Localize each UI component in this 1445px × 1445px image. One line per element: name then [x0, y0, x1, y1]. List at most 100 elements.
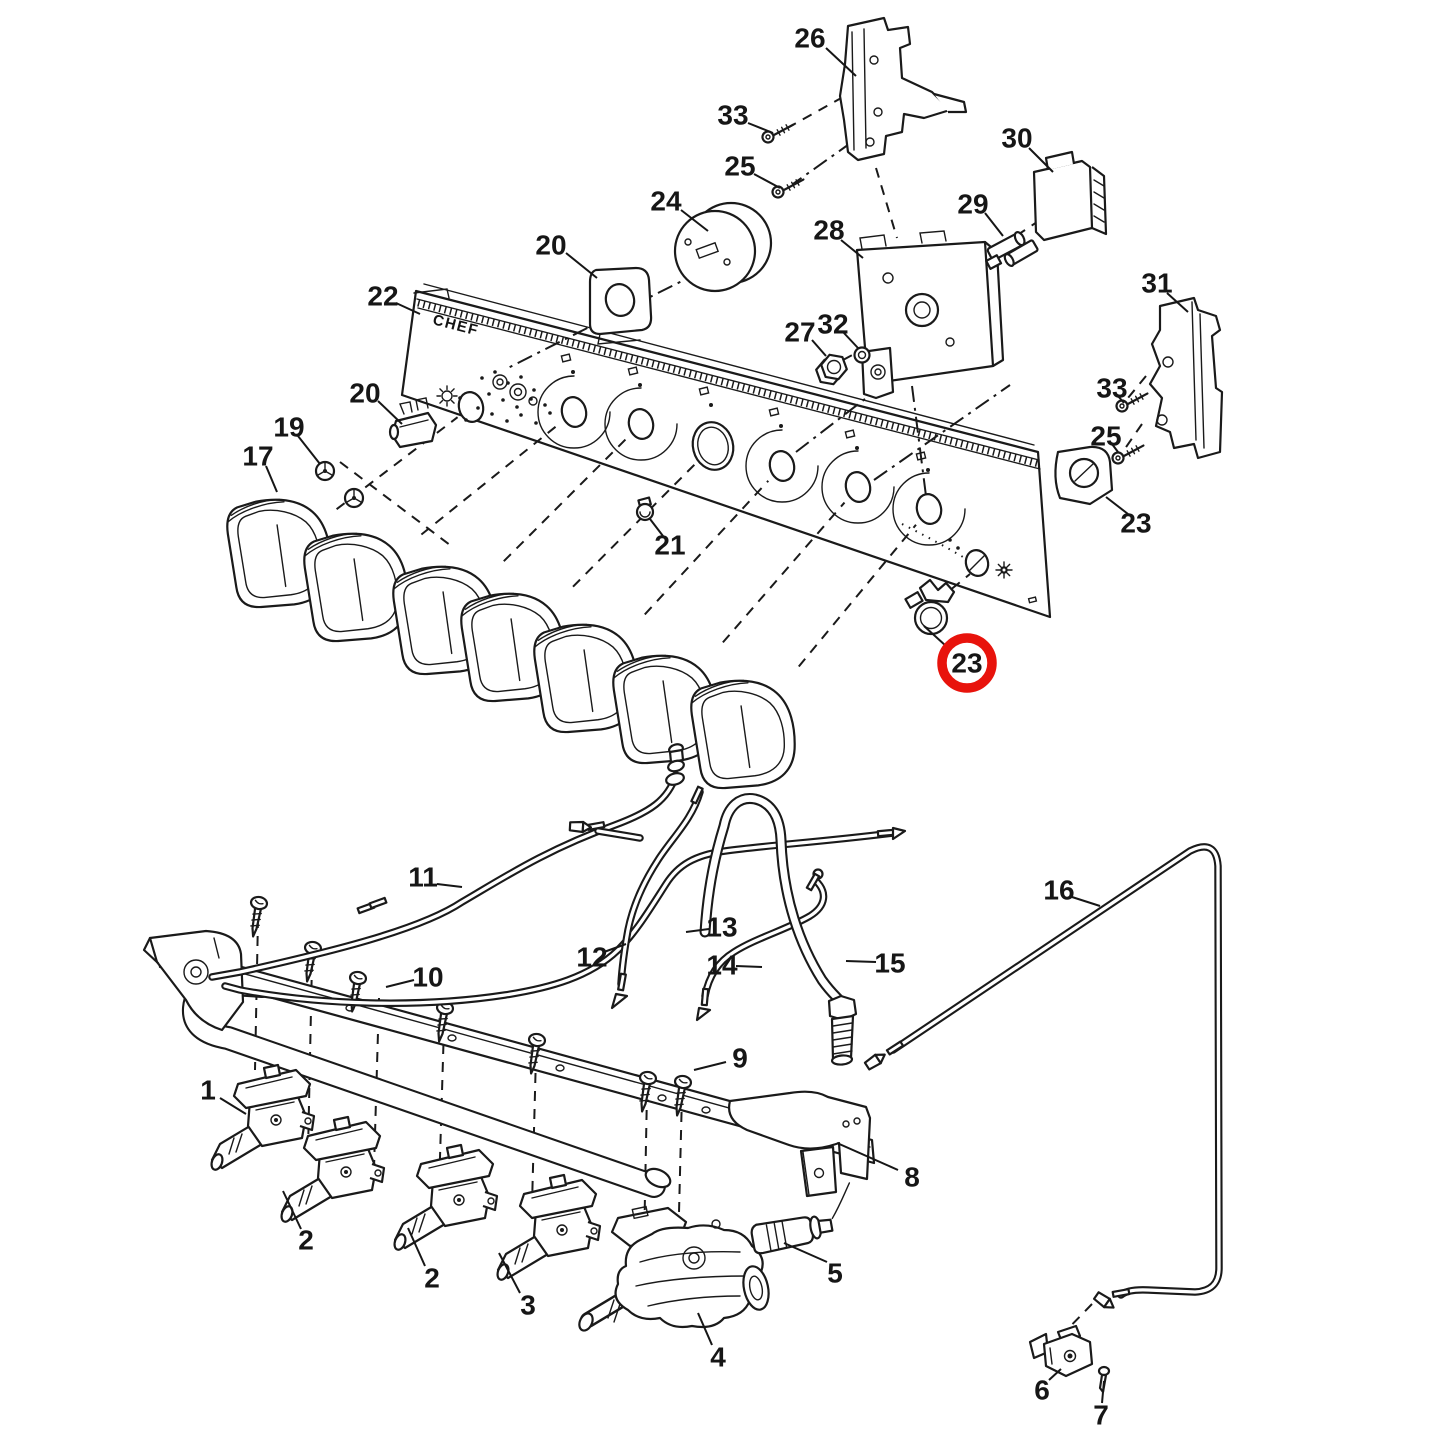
- callout-label-33: 33: [1096, 373, 1127, 404]
- callout-label-16: 16: [1043, 875, 1074, 906]
- knob-17: [226, 498, 332, 609]
- callout-leader: [385, 979, 415, 988]
- gas-valve-1: [210, 1063, 316, 1171]
- screw-33: [761, 123, 795, 144]
- thermostat-5: [750, 1182, 851, 1255]
- callout-leader: [825, 47, 857, 77]
- gas-pipes: [208, 743, 1223, 1309]
- callout-leader: [747, 122, 774, 134]
- gas-valve-2: [393, 1143, 499, 1251]
- callout-label-5: 5: [827, 1258, 843, 1289]
- callout-leader: [1105, 496, 1129, 515]
- ignition-switch-23: [904, 578, 956, 636]
- callout-label-3: 3: [520, 1290, 536, 1321]
- screw-25-right: [1111, 444, 1145, 465]
- callout-leader: [811, 339, 827, 357]
- callout-label-19: 19: [273, 412, 304, 443]
- callout-leader: [693, 1061, 727, 1071]
- washer-32: [853, 346, 871, 364]
- callout-label-8: 8: [904, 1162, 920, 1193]
- callout-leader: [282, 1190, 302, 1230]
- callout-label-14: 14: [706, 950, 738, 981]
- callout-leader: [565, 252, 598, 279]
- screw-10: [249, 895, 269, 938]
- callout-label-1: 1: [200, 1075, 216, 1106]
- callout-label-32: 32: [817, 309, 848, 340]
- blanking-plug-21: [635, 496, 655, 522]
- selector-switch-30: [1003, 150, 1108, 267]
- callout-label-12: 12: [576, 942, 607, 973]
- callout-leader: [697, 1312, 713, 1346]
- callout-label-9: 9: [732, 1043, 748, 1074]
- burner-manifold-assembly: [142, 895, 1111, 1394]
- callout-label-17: 17: [242, 441, 273, 472]
- callout-leader: [219, 1097, 247, 1115]
- callout-leader: [735, 965, 763, 968]
- callout-leader: [407, 1227, 426, 1267]
- screw-10: [527, 1032, 547, 1075]
- callout-label-24: 24: [650, 186, 682, 217]
- callout-leader: [1028, 147, 1054, 173]
- callout-leader: [436, 883, 463, 888]
- lamp-bracket-23: [1054, 445, 1114, 506]
- callout-label-11: 11: [408, 862, 438, 893]
- oven-valve-4: [578, 1205, 770, 1332]
- callout-leader: [845, 960, 877, 963]
- callout-leader: [377, 400, 403, 425]
- control-knobs-17: [226, 498, 796, 790]
- nut-27: [815, 353, 848, 386]
- callout-label-20: 20: [535, 230, 566, 261]
- callout-leader: [1117, 395, 1125, 404]
- callout-label-25: 25: [1090, 421, 1121, 452]
- mounting-bracket-31: [1148, 296, 1224, 460]
- callout-label-31: 31: [1141, 268, 1172, 299]
- callout-label-2: 2: [424, 1263, 440, 1294]
- callout-leader: [265, 465, 278, 493]
- gas-valve-2: [280, 1115, 386, 1223]
- callout-label-23: 23: [1120, 508, 1151, 539]
- callout-leader: [395, 302, 421, 315]
- callout-leader: [923, 625, 947, 647]
- callout-label-7: 7: [1093, 1400, 1109, 1431]
- callout-label-15: 15: [874, 948, 905, 979]
- screw-10: [303, 940, 323, 983]
- coupling-29: [985, 231, 1026, 270]
- mounting-bracket-26: [838, 16, 968, 162]
- callout-label-25: 25: [724, 151, 755, 182]
- callout-label-6: 6: [1034, 1375, 1050, 1406]
- grill-symbol-icon: [436, 385, 458, 407]
- callout-leader: [1101, 1380, 1105, 1404]
- gas-valve-3: [496, 1173, 602, 1281]
- knob-17: [303, 532, 409, 643]
- screw-9: [673, 1074, 693, 1117]
- callout-leader: [836, 1142, 899, 1171]
- mounting-bracket-20: [588, 266, 653, 345]
- callout-label-30: 30: [1001, 123, 1032, 154]
- callout-leader: [1111, 443, 1119, 453]
- callout-leader: [498, 1252, 521, 1294]
- callout-label-21: 21: [654, 530, 685, 561]
- callout-leader: [840, 239, 864, 259]
- union-fitting: [568, 820, 593, 834]
- callout-label-22: 22: [367, 281, 398, 312]
- callout-label-27: 27: [784, 317, 815, 348]
- callout-leader: [842, 331, 859, 349]
- callout-label-20: 20: [349, 378, 380, 409]
- callout-label-28: 28: [813, 215, 844, 246]
- callout-label-29: 29: [957, 189, 988, 220]
- panel-mounted-parts: [314, 16, 1224, 636]
- pipe-clamp-6: [1028, 1324, 1094, 1378]
- callout-leader: [753, 173, 781, 189]
- union-fitting-16b: [1092, 1291, 1115, 1309]
- callout-label-23: 23: [951, 648, 982, 679]
- highlight-circle: [937, 633, 997, 693]
- union-fitting-16: [863, 1053, 886, 1071]
- callout-label-2: 2: [298, 1225, 314, 1256]
- callout-leader: [984, 212, 1004, 237]
- callout-leader: [649, 518, 664, 537]
- callout-leader: [783, 1242, 828, 1263]
- callout-label-33: 33: [717, 100, 748, 131]
